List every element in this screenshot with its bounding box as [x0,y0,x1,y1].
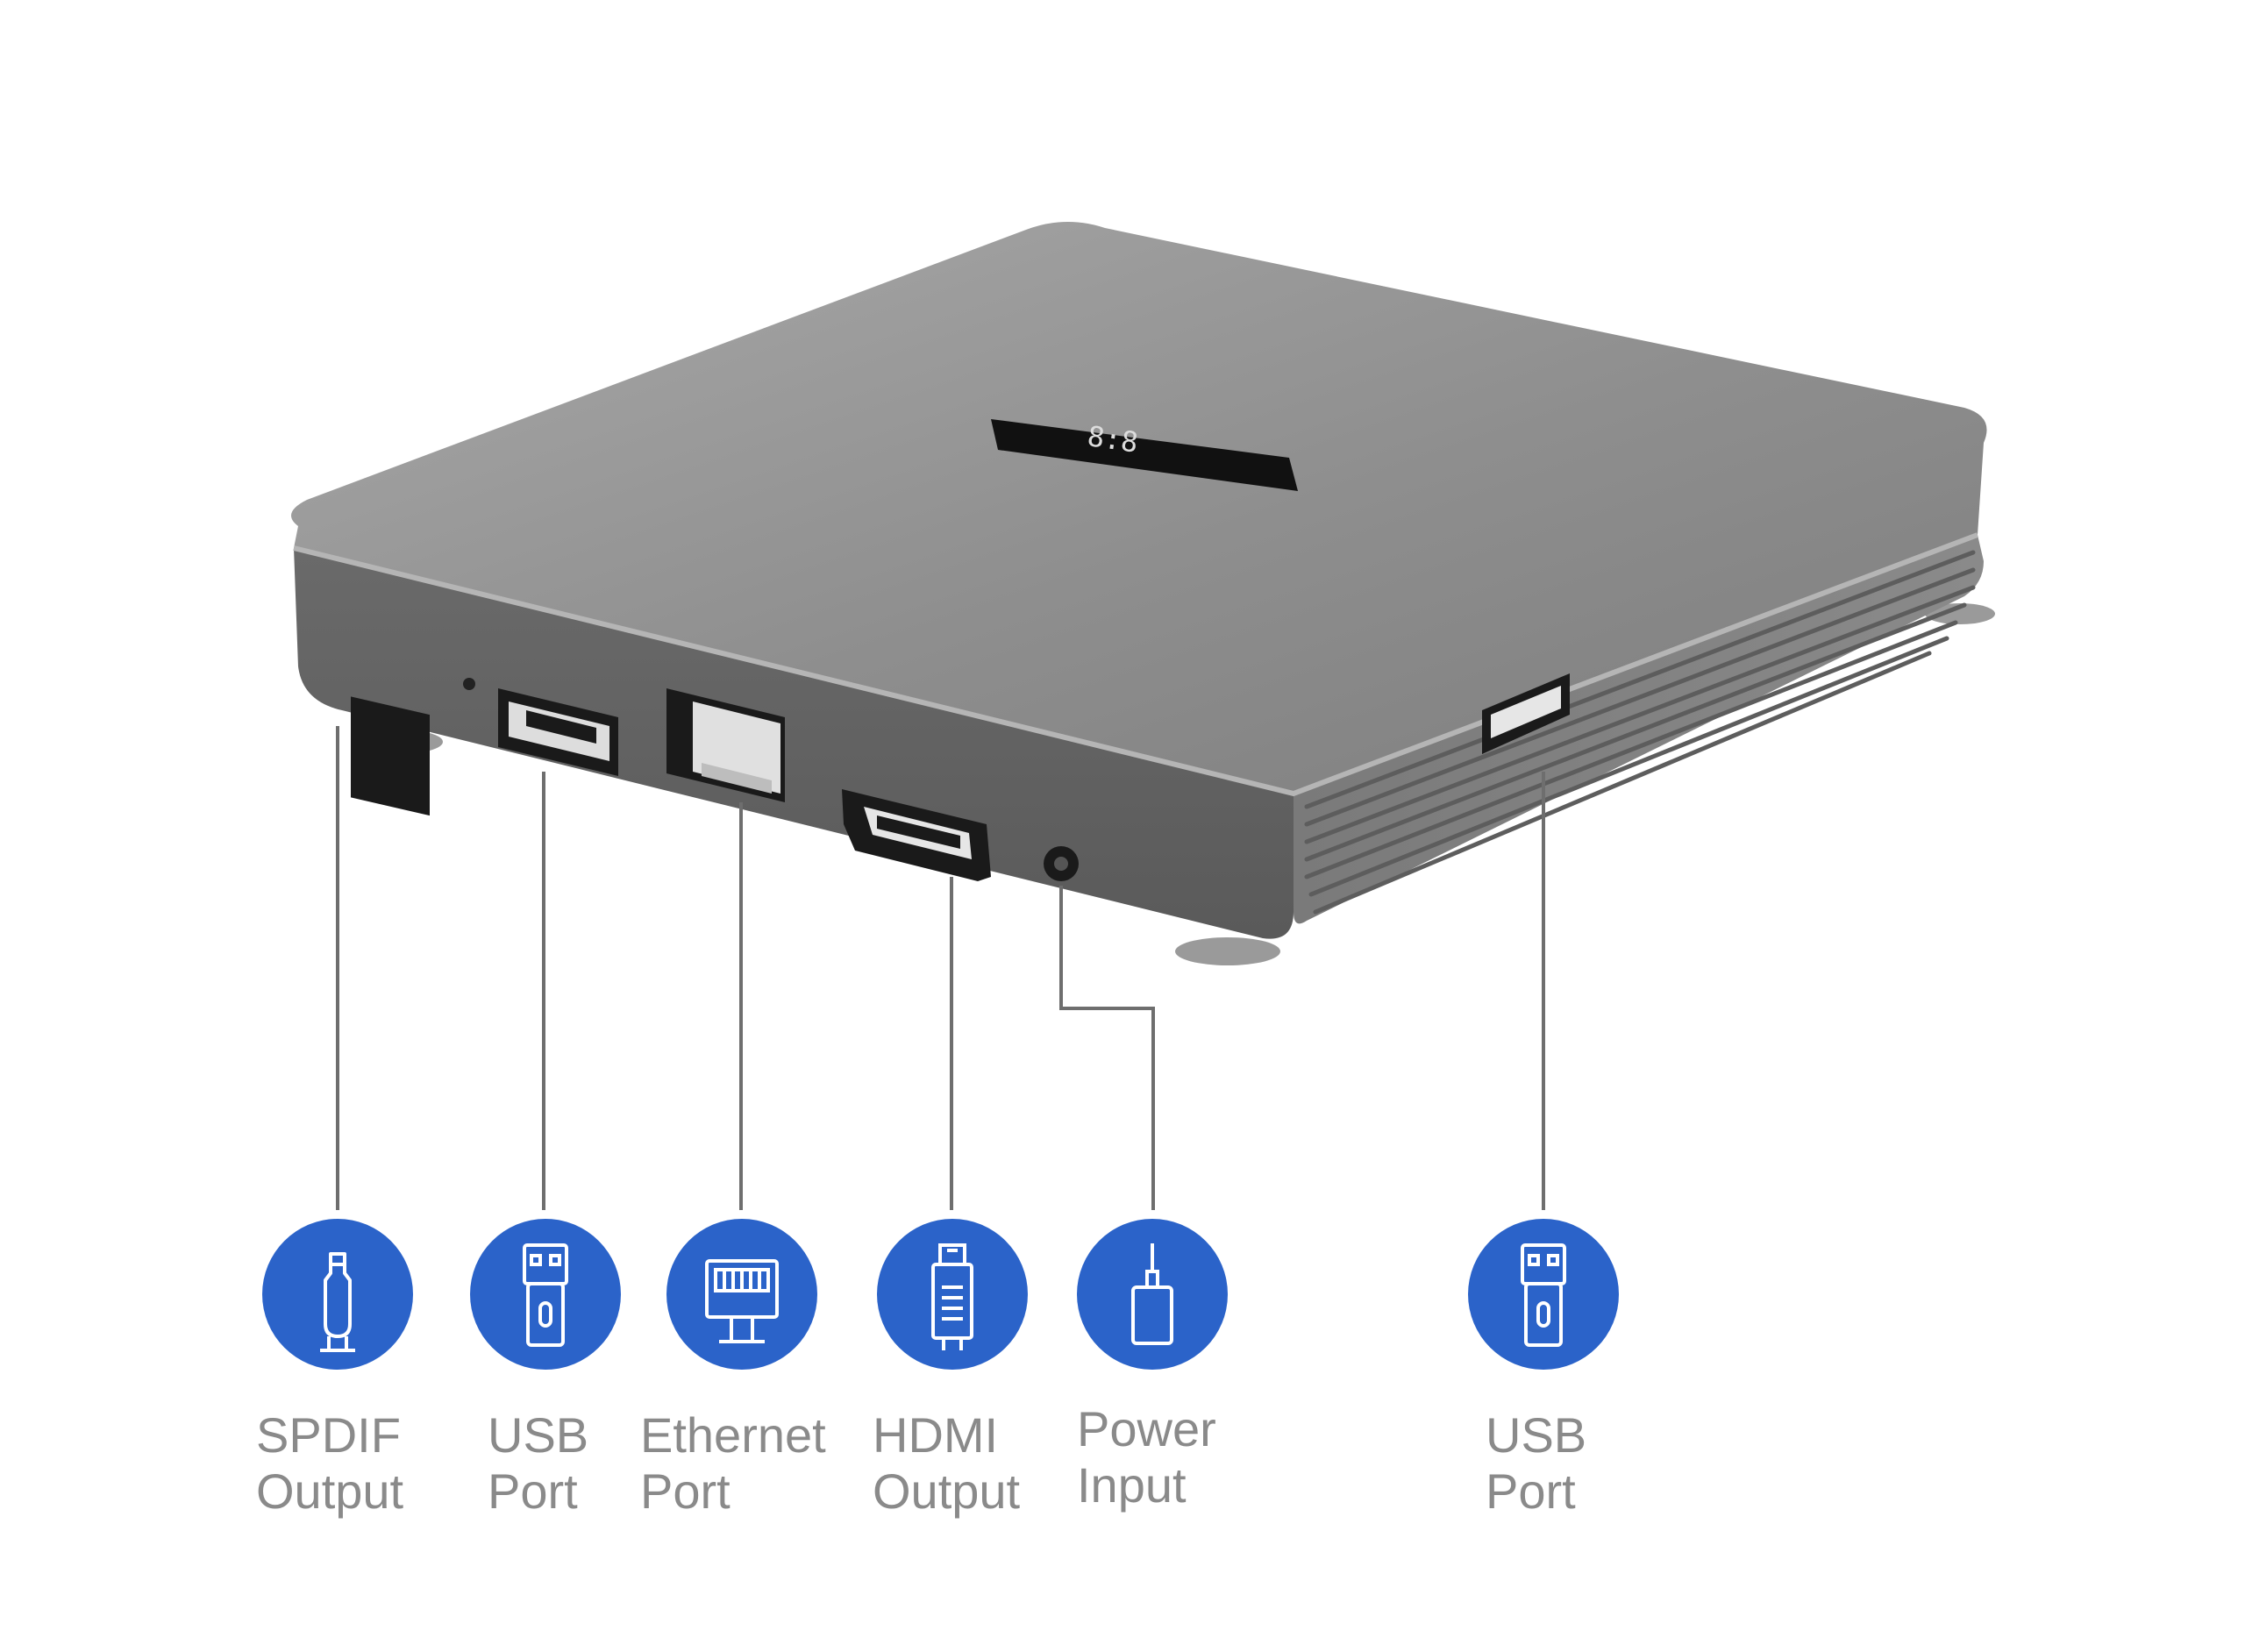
port-label-spdif: SPDIF Output [256,1407,467,1520]
port-label-line2: Port [1486,1463,1576,1519]
device-foot [1925,603,1995,624]
port-label-line2: Output [873,1463,1021,1519]
display-readout-text: 8:8 [1085,419,1141,459]
usb-icon [470,1219,621,1370]
usb-icon [1468,1219,1619,1370]
port-label-usb-side: USB Port [1486,1407,1696,1520]
port-label-power: Power Input [1077,1401,1287,1513]
callout-lines [336,726,1545,1210]
device-front-face [294,548,1294,939]
port-label-line1: USB [1486,1407,1587,1463]
device-foot [1175,937,1280,965]
vent-grille [1304,550,1976,915]
ethernet-port [666,688,785,802]
spdif-optical-icon [262,1219,413,1370]
hdmi-port [842,789,991,881]
port-label-line1: Power [1077,1401,1216,1456]
led-indicator [463,678,475,690]
port-label-hdmi: HDMI Output [873,1407,1083,1520]
port-label-usb: USB Port [488,1407,698,1520]
port-label-line2: Port [488,1463,578,1519]
hdmi-icon [877,1219,1028,1370]
power-plug-icon [1077,1219,1228,1370]
ethernet-icon [666,1219,817,1370]
display-readout: 8:8 [1086,419,1141,459]
port-label-line1: HDMI [873,1407,999,1463]
port-label-line2: Port [640,1463,731,1519]
port-label-line2: Output [256,1463,404,1519]
spdif-port [351,696,430,816]
usb-port-front [498,688,618,776]
usb-port-side [1482,673,1570,754]
power-port [1044,846,1079,881]
port-label-line1: Ethernet [640,1407,826,1463]
port-label-line2: Input [1077,1457,1187,1513]
port-label-line1: SPDIF [256,1407,401,1463]
port-label-line1: USB [488,1407,589,1463]
port-label-ethernet: Ethernet Port [640,1407,851,1520]
device-edge [293,532,1979,797]
front-display [991,419,1298,491]
